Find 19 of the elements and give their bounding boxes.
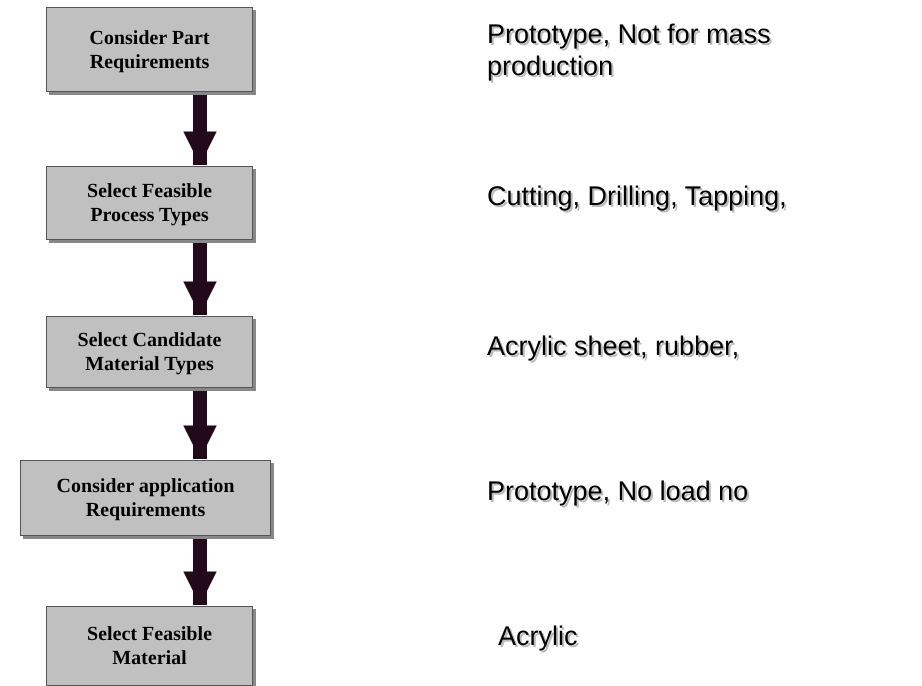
step-label: Select Feasible Material <box>86 622 213 670</box>
arrow <box>183 92 217 165</box>
arrow <box>183 388 217 459</box>
note-text: Prototype, Not for mass production <box>487 18 772 82</box>
step-label: Consider application Requirements <box>56 474 236 522</box>
process-box <box>46 7 253 92</box>
arrow <box>183 240 217 315</box>
note-text: Acrylic sheet, rubber, <box>487 330 740 362</box>
arrow <box>183 536 217 605</box>
process-box <box>46 316 253 388</box>
note-text: Cutting, Drilling, Tapping, <box>487 180 788 212</box>
process-box <box>46 166 253 240</box>
note-text: Prototype, No load no <box>487 475 750 507</box>
process-box <box>46 606 253 686</box>
step-label: Consider Part Requirements <box>88 26 211 74</box>
step-label: Select Candidate Material Types <box>76 328 222 376</box>
note-text: Acrylic <box>498 620 578 652</box>
process-box <box>20 460 271 536</box>
step-label: Select Feasible Process Types <box>86 179 213 227</box>
